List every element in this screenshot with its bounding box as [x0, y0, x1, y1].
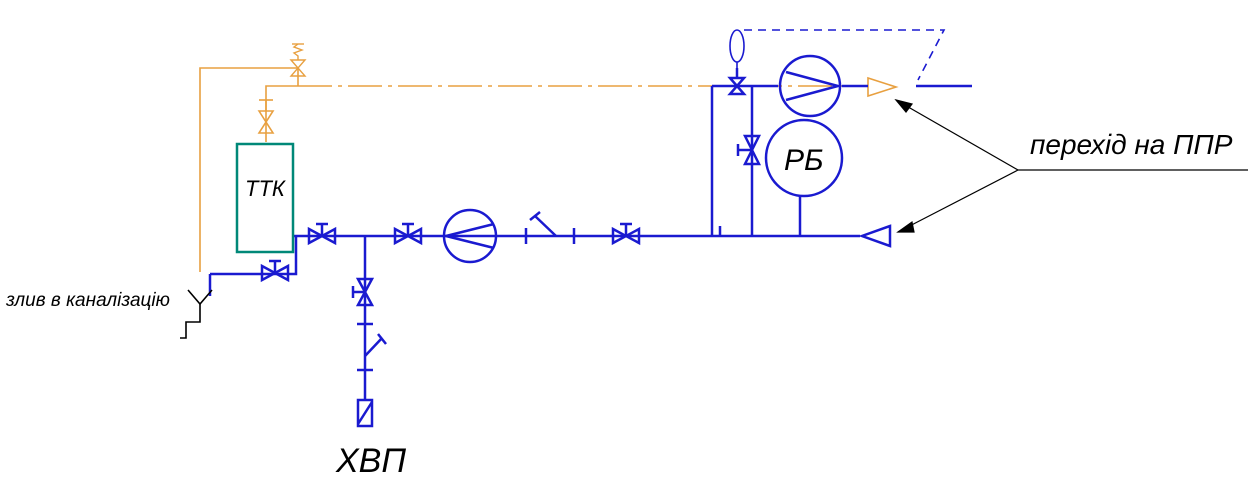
transition-leaders	[894, 98, 1248, 233]
expansion-tank	[764, 118, 844, 198]
ball-valve-icon[interactable]	[351, 277, 375, 307]
supply-outlet-arrow	[867, 76, 899, 98]
drain-label: злив в каналізацію	[5, 290, 170, 311]
boiler-ttk	[235, 142, 295, 254]
safety-valve-icon[interactable]	[289, 43, 307, 77]
air-vent-icon	[729, 29, 745, 68]
cold-water-label: ХВП	[335, 442, 406, 480]
drain-funnel-icon	[180, 289, 213, 339]
strainer-icon[interactable]	[357, 322, 387, 372]
boiler-label: ТТК	[245, 176, 286, 201]
ball-valve-icon[interactable]	[611, 222, 641, 246]
ball-valve-icon[interactable]	[736, 134, 762, 166]
return-line	[208, 84, 868, 400]
filter-icon	[356, 398, 374, 428]
expansion-tank-label: РБ	[784, 144, 824, 177]
air-vent-valve-icon[interactable]	[727, 68, 747, 96]
supply-valve-icon[interactable]	[257, 99, 275, 134]
strainer-icon[interactable]	[524, 211, 576, 244]
pump-icon[interactable]	[442, 208, 498, 264]
ball-valve-icon[interactable]	[307, 222, 337, 246]
transition-label: перехід на ППР	[1030, 129, 1233, 160]
return-inlet-arrow	[858, 224, 892, 248]
ball-valve-icon[interactable]	[260, 259, 290, 283]
dashed-link	[744, 29, 946, 81]
pump-icon[interactable]	[778, 54, 843, 118]
ball-valve-icon[interactable]	[393, 222, 423, 246]
